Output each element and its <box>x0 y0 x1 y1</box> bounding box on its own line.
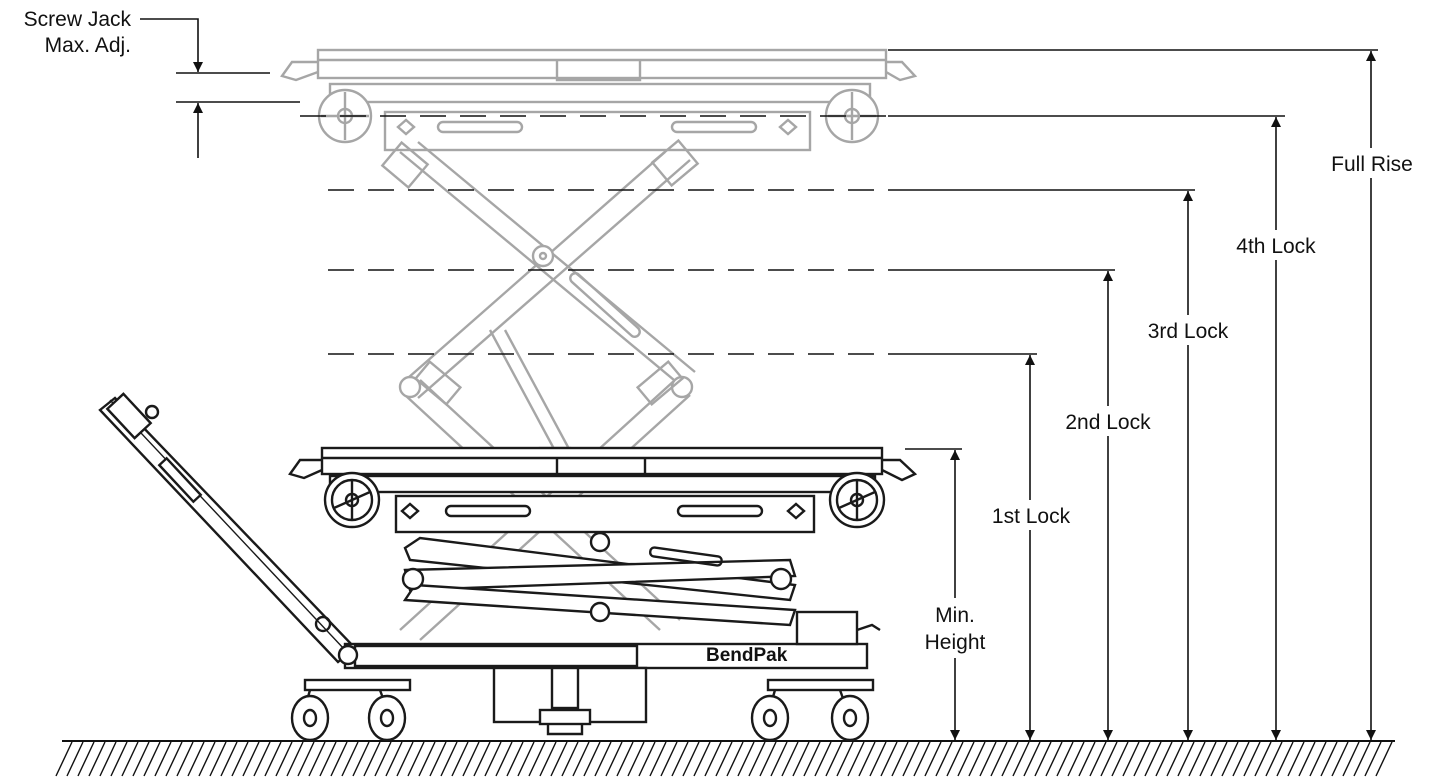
lock-4-label: 4th Lock <box>1236 235 1316 258</box>
brand-logo: BendPak <box>706 645 788 666</box>
ground-hatching <box>55 741 1393 777</box>
ground <box>55 740 1395 777</box>
lock-1-label: 1st Lock <box>992 505 1071 528</box>
lock-2-label: 2nd Lock <box>1065 411 1151 434</box>
min-height-label-line1: Min. <box>935 604 975 627</box>
dimension-labels: Screw Jack Max. Adj. Full Rise 4th Lock … <box>24 8 1422 658</box>
raised-lift-outline <box>280 48 918 641</box>
min-height-label-line2: Height <box>925 631 986 654</box>
full-rise-label: Full Rise <box>1331 153 1413 176</box>
lowered-lift: BendPak <box>98 392 918 742</box>
screw-jack-label-line1: Screw Jack <box>24 8 132 31</box>
screw-jack-label-line2: Max. Adj. <box>45 34 131 57</box>
lock-3-label: 3rd Lock <box>1148 320 1229 343</box>
